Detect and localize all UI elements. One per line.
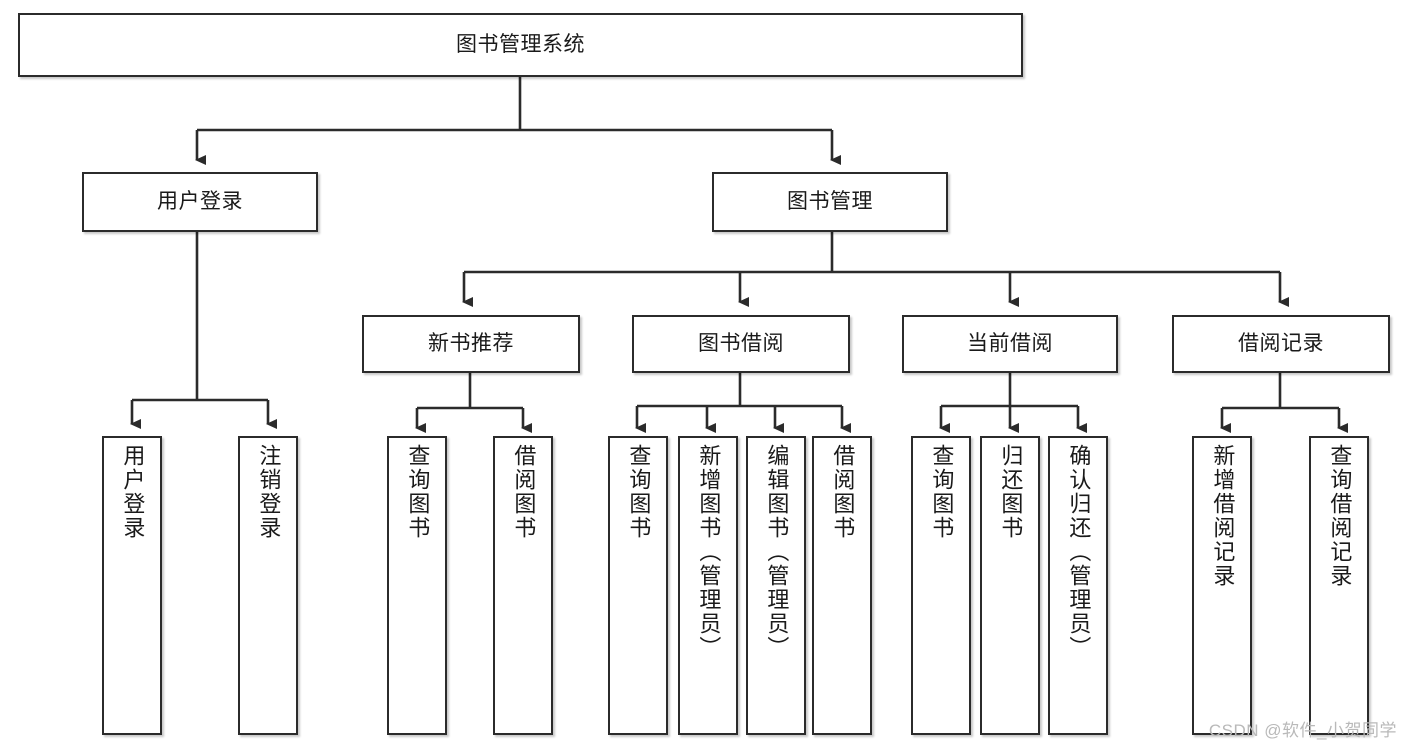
- leaf-current-borrow-query-book[interactable]: 查询图书: [911, 436, 971, 735]
- leaf-new-book-query-book[interactable]: 查询图书: [387, 436, 447, 735]
- node-label: 确认归还（管理员）: [1066, 444, 1092, 660]
- node-label: 新增借阅记录: [1210, 444, 1236, 588]
- node-label: 查询图书: [405, 444, 431, 540]
- node-label: 编辑图书（管理员）: [764, 444, 790, 660]
- leaf-current-borrow-return-book[interactable]: 归还图书: [980, 436, 1040, 735]
- leaf-borrow-record-query-record[interactable]: 查询借阅记录: [1309, 436, 1369, 735]
- csdn-watermark: CSDN @软件_小贺同学: [1208, 721, 1397, 740]
- node-label: 查询图书: [929, 444, 955, 540]
- node-current-borrow[interactable]: 当前借阅: [902, 315, 1118, 373]
- node-label: 借阅记录: [1238, 332, 1324, 356]
- node-label: 借阅图书: [511, 444, 537, 540]
- leaf-book-borrow-borrow-book[interactable]: 借阅图书: [812, 436, 872, 735]
- leaf-user-login-login[interactable]: 用户登录: [102, 436, 162, 735]
- node-label: 新增图书（管理员）: [696, 444, 722, 660]
- node-label: 借阅图书: [830, 444, 856, 540]
- leaf-book-borrow-edit-book-admin[interactable]: 编辑图书（管理员）: [746, 436, 806, 735]
- node-label: 归还图书: [998, 444, 1024, 540]
- node-label: 图书借阅: [698, 332, 784, 356]
- node-borrow-record[interactable]: 借阅记录: [1172, 315, 1390, 373]
- leaf-user-login-logout[interactable]: 注销登录: [238, 436, 298, 735]
- leaf-new-book-borrow-book[interactable]: 借阅图书: [493, 436, 553, 735]
- node-new-book-recommend[interactable]: 新书推荐: [362, 315, 580, 373]
- node-label: 当前借阅: [967, 332, 1053, 356]
- node-label: 用户登录: [120, 444, 146, 540]
- node-label: 查询借阅记录: [1327, 444, 1353, 588]
- node-root-book-management-system[interactable]: 图书管理系统: [18, 13, 1023, 77]
- node-label: 查询图书: [626, 444, 652, 540]
- leaf-book-borrow-add-book-admin[interactable]: 新增图书（管理员）: [678, 436, 738, 735]
- node-label: 用户登录: [157, 190, 243, 214]
- node-label: 图书管理: [787, 190, 873, 214]
- node-book-borrow[interactable]: 图书借阅: [632, 315, 850, 373]
- node-user-login[interactable]: 用户登录: [82, 172, 318, 232]
- node-label: 图书管理系统: [456, 33, 585, 57]
- node-book-management[interactable]: 图书管理: [712, 172, 948, 232]
- leaf-borrow-record-add-record[interactable]: 新增借阅记录: [1192, 436, 1252, 735]
- leaf-current-borrow-confirm-return-admin[interactable]: 确认归还（管理员）: [1048, 436, 1108, 735]
- node-label: 新书推荐: [428, 332, 514, 356]
- leaf-book-borrow-query-book[interactable]: 查询图书: [608, 436, 668, 735]
- node-label: 注销登录: [256, 444, 282, 540]
